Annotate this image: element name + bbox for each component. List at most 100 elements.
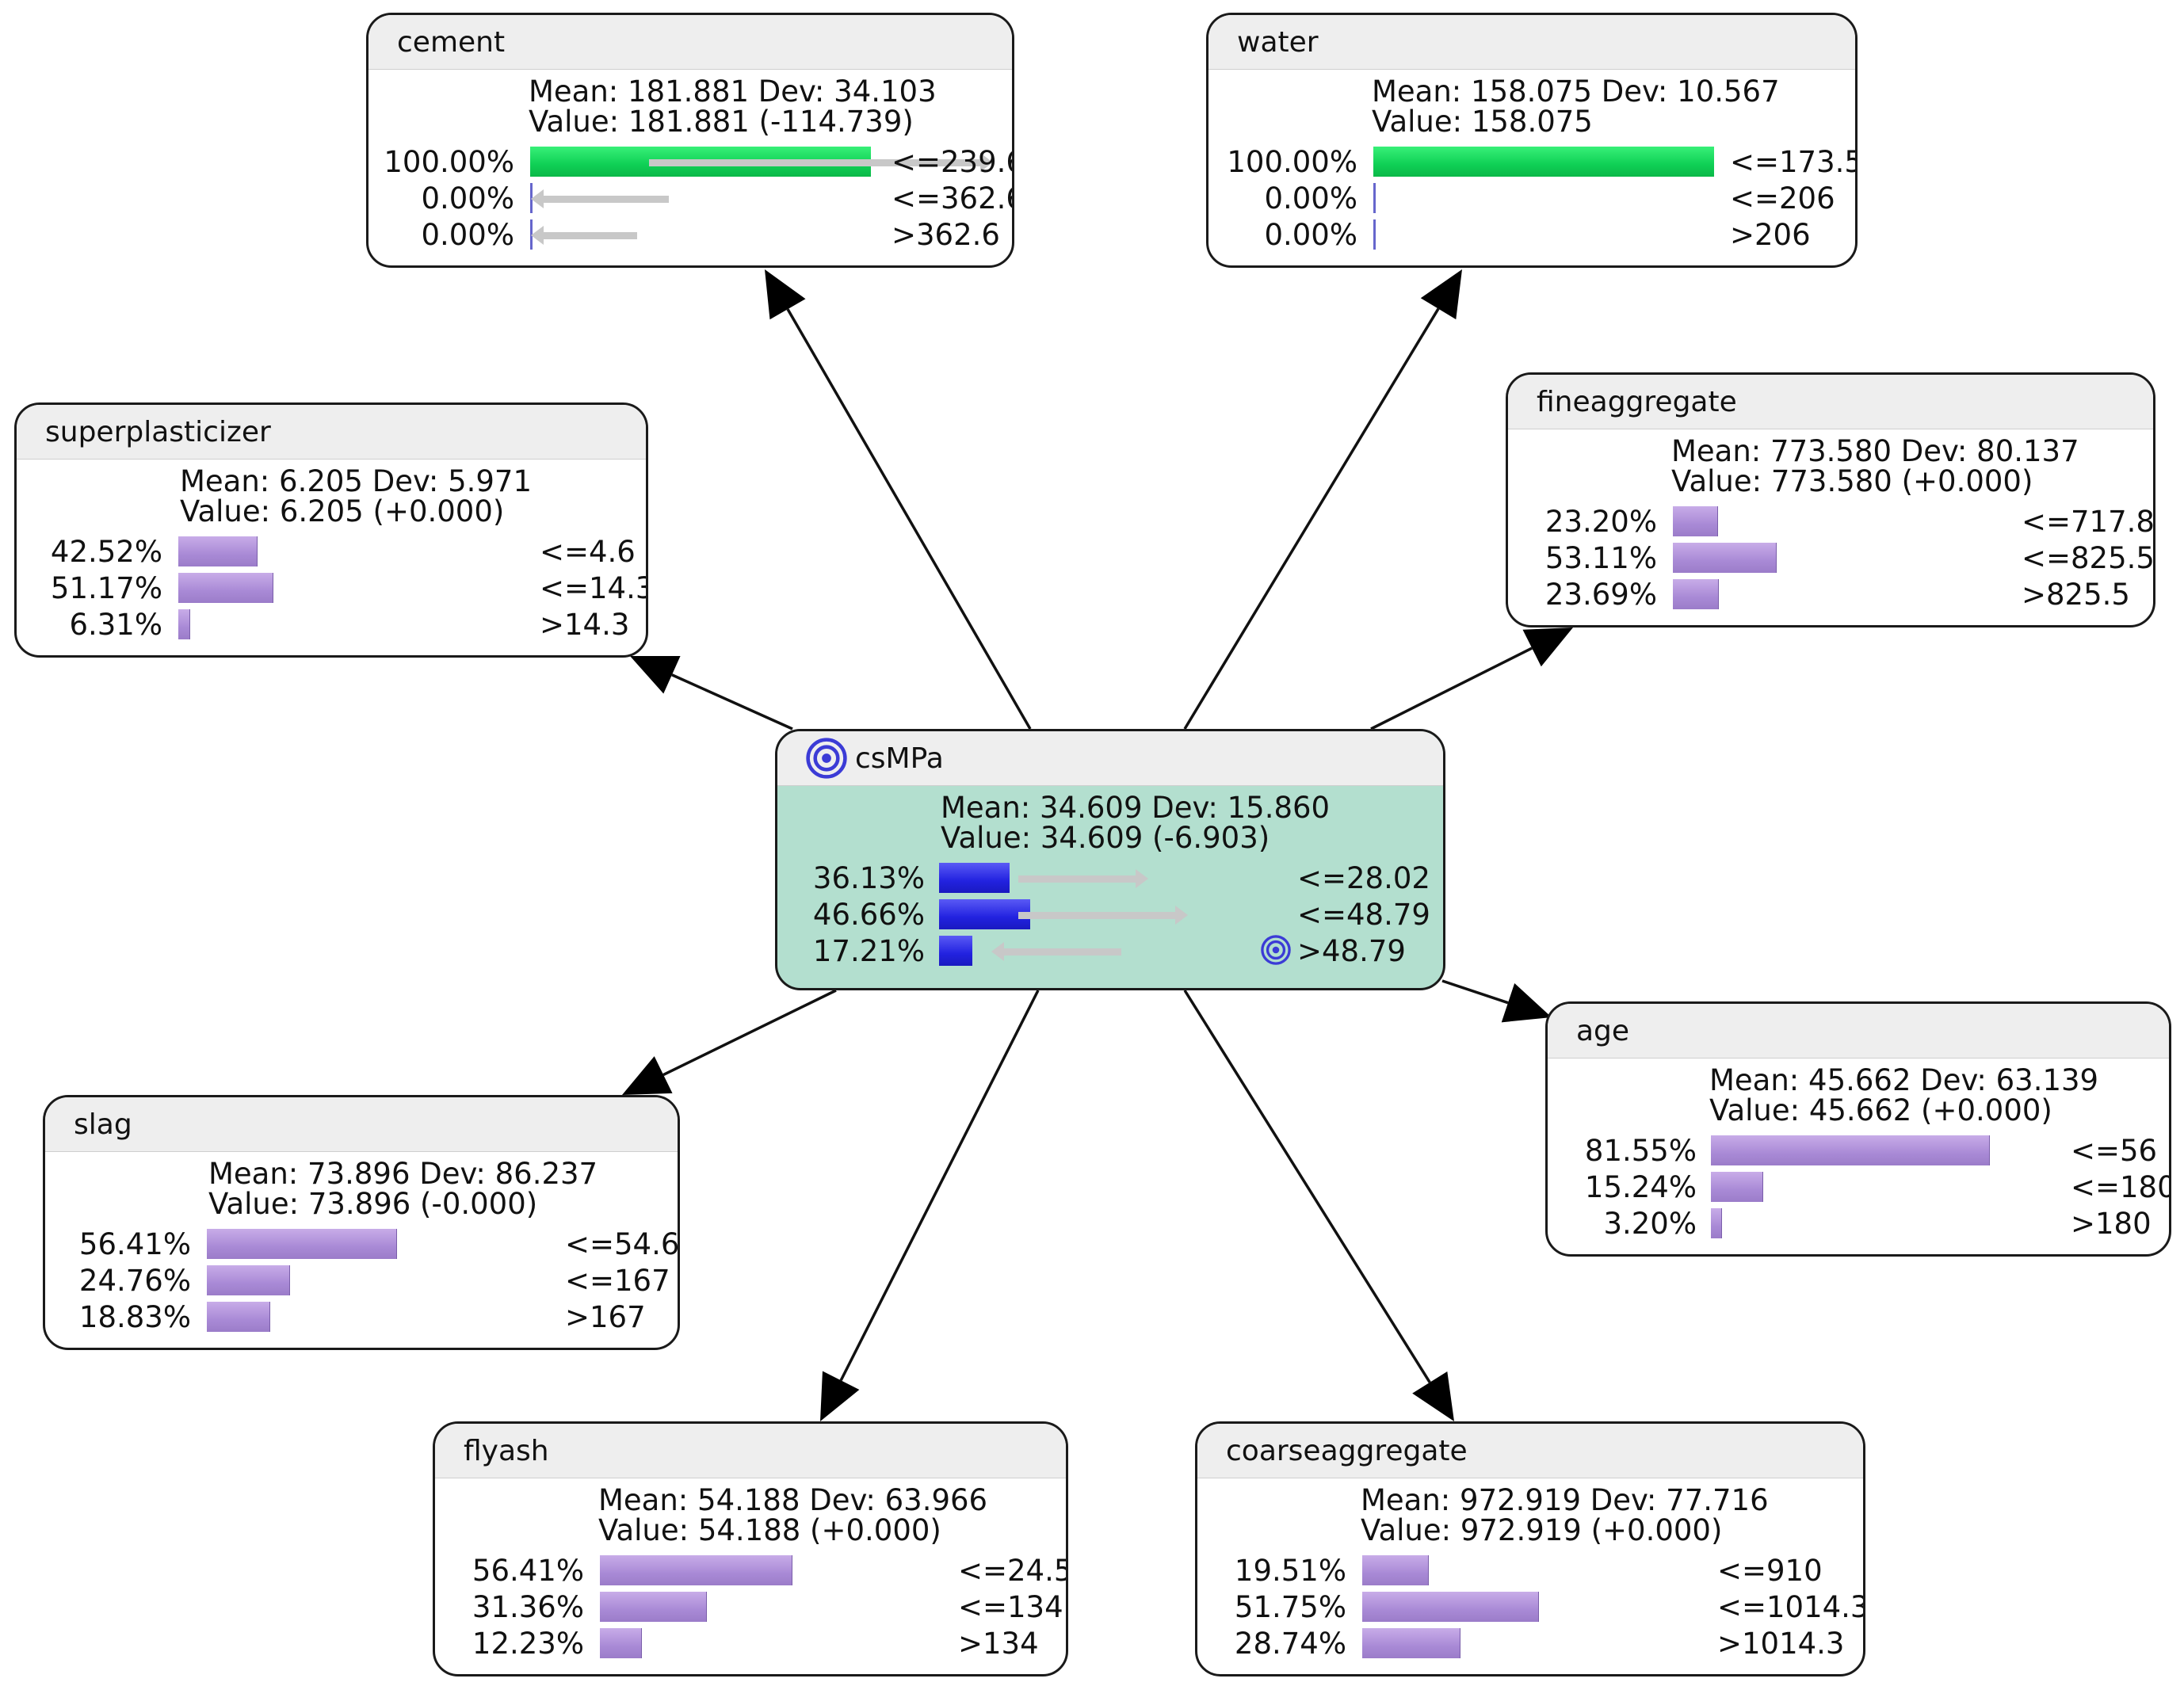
edge-csMPa-to-age <box>1441 979 1552 1023</box>
node-title: fineaggregate <box>1537 385 1737 418</box>
state-label: <=4.6 <box>540 535 636 569</box>
state-label: >180 <box>2071 1207 2152 1241</box>
arrowhead-icon <box>765 269 806 320</box>
state-probability: 12.23% <box>472 1627 584 1661</box>
state-probability: 0.00% <box>1264 181 1357 216</box>
node-title: cement <box>397 25 506 59</box>
arrowhead-icon <box>630 656 681 694</box>
node-title: superplasticizer <box>45 415 271 448</box>
node-header: fineaggregate <box>1508 375 2153 429</box>
node-mean-dev: Mean: 158.075 Dev: 10.567 <box>1372 74 1780 109</box>
node-mean-dev: Mean: 54.188 Dev: 63.966 <box>598 1483 988 1517</box>
state-bar <box>600 1628 642 1658</box>
state-label: <=134 <box>958 1590 1063 1624</box>
state-probability: 36.13% <box>812 861 925 895</box>
node-mean-dev: Mean: 972.919 Dev: 77.716 <box>1361 1483 1769 1517</box>
state-label: >825.5 <box>2022 578 2130 612</box>
arrowhead-icon <box>820 1371 860 1421</box>
node-value: Value: 773.580 (+0.000) <box>1671 464 2033 498</box>
node-value: Value: 972.919 (+0.000) <box>1361 1513 1723 1547</box>
state-label: <=180 <box>2071 1170 2171 1204</box>
state-bar <box>1362 1555 1429 1585</box>
increase-arrow-icon <box>1018 869 1148 888</box>
edge-csMPa-to-coarseaggregate <box>1183 990 1454 1421</box>
arrowhead-icon <box>1420 269 1462 320</box>
state-probability: 100.00% <box>384 145 514 179</box>
edge-csMPa-to-water <box>1183 269 1462 730</box>
state-probability: 51.17% <box>50 571 162 605</box>
state-label: >134 <box>958 1627 1039 1661</box>
state-label: >362.6 <box>892 218 1000 252</box>
node-title: coarseaggregate <box>1226 1434 1468 1467</box>
node-mean-dev: Mean: 6.205 Dev: 5.971 <box>180 464 532 498</box>
state-label: <=362.6 <box>892 181 1014 216</box>
edge-csMPa-to-superplasticizer <box>630 656 793 730</box>
arrowhead-icon <box>1522 627 1573 667</box>
state-probability: 0.00% <box>421 181 514 216</box>
node-value: Value: 181.881 (-114.739) <box>529 105 914 139</box>
state-probability: 24.76% <box>78 1264 191 1298</box>
state-probability: 23.69% <box>1544 578 1657 612</box>
state-label: >167 <box>565 1300 646 1334</box>
node-mean-dev: Mean: 73.896 Dev: 86.237 <box>208 1157 598 1191</box>
state-probability: 42.52% <box>50 535 162 569</box>
state-bar <box>207 1229 397 1259</box>
state-bar <box>1362 1628 1460 1658</box>
state-probability: 0.00% <box>421 218 514 252</box>
node-title: flyash <box>464 1434 549 1467</box>
state-label: >48.79 <box>1297 934 1406 968</box>
state-label: <=910 <box>1717 1554 1823 1588</box>
state-bar <box>600 1592 707 1622</box>
state-probability: 53.11% <box>1544 541 1657 575</box>
target-icon <box>806 738 847 779</box>
state-probability: 46.66% <box>812 898 925 932</box>
state-bar <box>1373 183 1376 213</box>
state-label: <=28.02 <box>1297 861 1430 895</box>
state-probability: 28.74% <box>1234 1627 1346 1661</box>
state-bar <box>207 1265 290 1295</box>
node-header: flyash <box>435 1424 1066 1478</box>
state-bar <box>1362 1592 1539 1622</box>
state-label: <=239.6 <box>892 145 1014 179</box>
state-bar <box>178 573 273 603</box>
node-header: water <box>1208 15 1855 70</box>
state-probability: 23.20% <box>1544 505 1657 539</box>
state-bar <box>939 899 1030 929</box>
state-probability: 31.36% <box>472 1590 584 1624</box>
node-value: Value: 45.662 (+0.000) <box>1709 1093 2052 1127</box>
edge-csMPa-to-slag <box>622 989 837 1095</box>
state-probability: 6.31% <box>69 608 162 642</box>
arrowhead-icon <box>1412 1371 1454 1421</box>
node-title: csMPa <box>855 742 944 775</box>
node-value: Value: 34.609 (-6.903) <box>941 821 1270 855</box>
state-label: <=167 <box>565 1264 670 1298</box>
state-label: <=825.5 <box>2022 541 2155 575</box>
decrease-arrow-icon <box>531 189 669 208</box>
decrease-arrow-icon <box>531 226 637 245</box>
state-bar <box>1673 579 1719 609</box>
state-probability: 81.55% <box>1584 1134 1697 1168</box>
node-title: slag <box>74 1108 132 1141</box>
state-probability: 56.41% <box>472 1554 584 1588</box>
state-bar <box>1711 1135 1990 1165</box>
state-probability: 15.24% <box>1584 1170 1697 1204</box>
state-label: <=14.3 <box>540 571 648 605</box>
edge-csMPa-to-flyash <box>820 990 1040 1421</box>
state-bar <box>1711 1208 1722 1238</box>
state-bar <box>1711 1172 1763 1202</box>
state-probability: 100.00% <box>1227 145 1357 179</box>
node-mean-dev: Mean: 45.662 Dev: 63.139 <box>1709 1063 2099 1097</box>
state-label: <=48.79 <box>1297 898 1430 932</box>
node-value: Value: 54.188 (+0.000) <box>598 1513 941 1547</box>
state-bar <box>939 936 972 966</box>
